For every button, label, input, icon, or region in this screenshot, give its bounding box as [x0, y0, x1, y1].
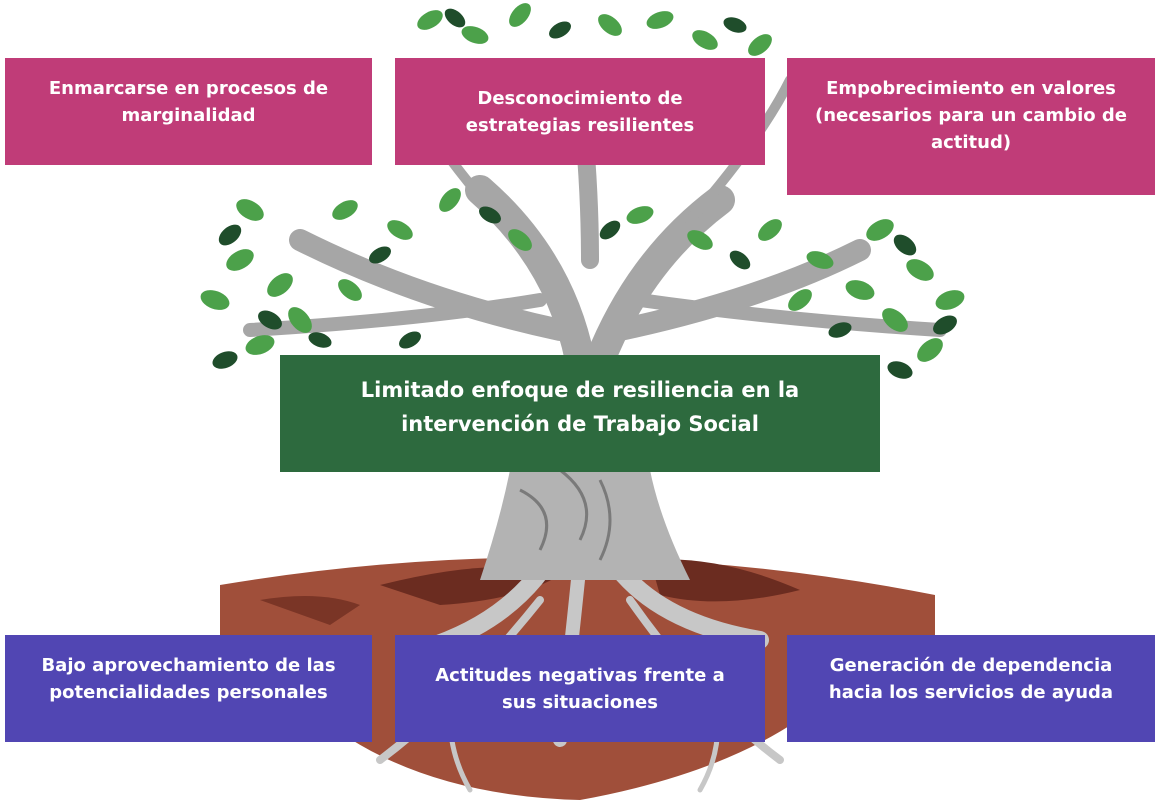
trunk	[480, 468, 690, 580]
effect-text: Empobrecimiento en valores (necesarios p…	[815, 78, 1127, 153]
cause-box-actitudes: Actitudes negativas frente a sus situaci…	[395, 635, 765, 742]
cause-text: Generación de dependencia hacia los serv…	[828, 654, 1114, 703]
cause-text: Bajo aprovechamiento de las potencialida…	[41, 654, 336, 703]
effect-box-valores: Empobrecimiento en valores (necesarios p…	[787, 58, 1155, 195]
leaves	[200, 3, 965, 379]
core-problem-box: Limitado enfoque de resiliencia en la in…	[280, 355, 880, 472]
core-problem-text: Limitado enfoque de resiliencia en la in…	[360, 377, 800, 436]
effect-box-estrategias: Desconocimiento de estrategias resilient…	[395, 58, 765, 165]
effect-text: Desconocimiento de estrategias resilient…	[465, 87, 695, 136]
cause-text: Actitudes negativas frente a sus situaci…	[435, 664, 725, 713]
effect-box-marginalidad: Enmarcarse en procesos de marginalidad	[5, 58, 372, 165]
effect-text: Enmarcarse en procesos de marginalidad	[48, 77, 329, 126]
cause-box-potencialidades: Bajo aprovechamiento de las potencialida…	[5, 635, 372, 742]
cause-box-dependencia: Generación de dependencia hacia los serv…	[787, 635, 1155, 742]
